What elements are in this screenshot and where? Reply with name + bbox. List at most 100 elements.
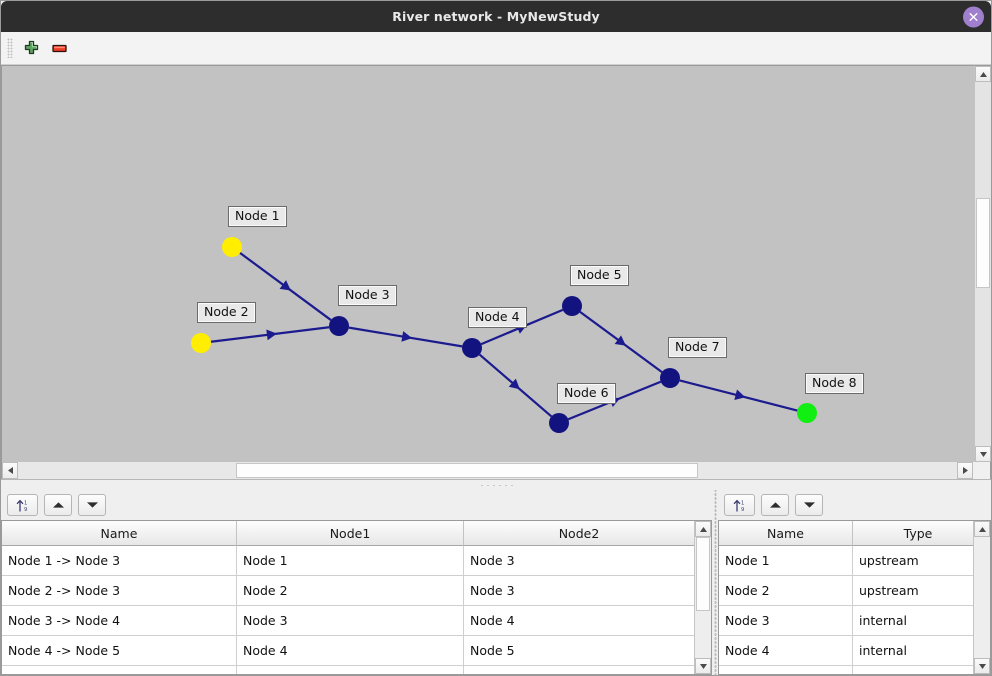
table-row[interactable]: [719, 666, 973, 674]
table-cell[interactable]: internal: [853, 606, 973, 636]
graph-node-label[interactable]: Node 2: [197, 302, 256, 323]
node-scroll-up-button[interactable]: [974, 521, 990, 537]
node-sort-button[interactable]: 1 9: [724, 494, 755, 516]
add-node-button[interactable]: [17, 34, 45, 62]
graph-node[interactable]: [549, 413, 569, 433]
table-cell[interactable]: [237, 666, 464, 674]
graph-scroll-up-button[interactable]: [975, 66, 991, 82]
node-move-up-button[interactable]: [761, 494, 789, 516]
branch-sort-button[interactable]: 1 9: [7, 494, 38, 516]
table-cell[interactable]: Node 3 -> Node 4: [2, 606, 237, 636]
graph-vertical-scrollbar[interactable]: [974, 65, 991, 462]
graph-node-label[interactable]: Node 4: [468, 307, 527, 328]
toolbar-drag-handle[interactable]: [7, 38, 13, 58]
graph-scroll-down-button[interactable]: [975, 446, 991, 462]
table-cell[interactable]: upstream: [853, 546, 973, 576]
column-header[interactable]: Node2: [464, 521, 694, 546]
graph-horizontal-scrollbar[interactable]: [1, 462, 991, 479]
table-row[interactable]: [2, 666, 694, 674]
branch-move-up-button[interactable]: [44, 494, 72, 516]
tables-splitter[interactable]: [712, 490, 718, 675]
table-cell[interactable]: Node 2: [719, 576, 853, 606]
graph-node[interactable]: [462, 338, 482, 358]
column-header[interactable]: Node1: [237, 521, 464, 546]
branch-table-scrollbar[interactable]: [694, 521, 711, 674]
svg-text:9: 9: [741, 507, 744, 513]
graph-node-label[interactable]: Node 3: [338, 285, 397, 306]
table-cell[interactable]: internal: [853, 636, 973, 666]
column-header[interactable]: Name: [2, 521, 237, 546]
table-cell[interactable]: [853, 666, 973, 674]
table-cell[interactable]: upstream: [853, 576, 973, 606]
column-header[interactable]: Type: [853, 521, 983, 546]
node-scroll-down-button[interactable]: [974, 658, 990, 674]
graph-node[interactable]: [562, 296, 582, 316]
node-table-scrollbar[interactable]: [973, 521, 990, 674]
table-cell[interactable]: Node 1: [719, 546, 853, 576]
table-cell[interactable]: Node 3: [719, 606, 853, 636]
graph-vertical-scroll-track[interactable]: [975, 82, 991, 446]
remove-node-button[interactable]: [45, 34, 73, 62]
panel-splitter[interactable]: [1, 479, 991, 490]
column-header[interactable]: Name: [719, 521, 853, 546]
branch-scroll-thumb[interactable]: [696, 537, 710, 611]
graph-scroll-left-button[interactable]: [2, 462, 18, 479]
arrow-up-icon: [769, 502, 781, 508]
graph-node-label[interactable]: Node 8: [805, 373, 864, 394]
table-cell[interactable]: Node 2: [237, 576, 464, 606]
chevron-down-icon: [979, 451, 987, 457]
graph-node[interactable]: [329, 316, 349, 336]
chevron-up-icon: [978, 526, 986, 532]
graph-scroll-right-button[interactable]: [957, 462, 973, 479]
table-cell[interactable]: Node 3: [464, 576, 694, 606]
table-cell[interactable]: Node 3: [237, 606, 464, 636]
table-cell[interactable]: Node 4: [464, 606, 694, 636]
branch-scroll-down-button[interactable]: [695, 658, 711, 674]
table-cell[interactable]: Node 4 -> Node 5: [2, 636, 237, 666]
branch-scroll-up-button[interactable]: [695, 521, 711, 537]
table-cell[interactable]: [2, 666, 237, 674]
graph-node[interactable]: [660, 368, 680, 388]
graph-node[interactable]: [797, 403, 817, 423]
network-graph-canvas[interactable]: Node 1 Node 2 Node 3 Node 4 Node 5 Node 6 Node…: [1, 65, 974, 462]
graph-node[interactable]: [191, 333, 211, 353]
graph-horizontal-scroll-thumb[interactable]: [236, 463, 698, 478]
graph-node-label[interactable]: Node 7: [668, 337, 727, 358]
graph-node-label[interactable]: Node 5: [570, 265, 629, 286]
branch-scroll-track[interactable]: [695, 537, 711, 658]
graph-horizontal-scroll-track[interactable]: [18, 462, 957, 479]
table-cell[interactable]: [719, 666, 853, 674]
table-cell[interactable]: Node 1 -> Node 3: [2, 546, 237, 576]
nodes-layer: [191, 237, 817, 433]
table-cell[interactable]: Node 1: [237, 546, 464, 576]
table-cell[interactable]: [464, 666, 694, 674]
scrollbar-corner: [973, 462, 990, 479]
svg-text:1: 1: [741, 500, 744, 506]
table-cell[interactable]: Node 3: [464, 546, 694, 576]
graph-vertical-scroll-thumb[interactable]: [976, 198, 990, 288]
branch-move-down-button[interactable]: [78, 494, 106, 516]
table-cell[interactable]: Node 2 -> Node 3: [2, 576, 237, 606]
close-button[interactable]: [963, 6, 984, 27]
node-move-down-button[interactable]: [795, 494, 823, 516]
graph-node-label[interactable]: Node 1: [228, 206, 287, 227]
table-cell[interactable]: Node 5: [464, 636, 694, 666]
table-cell[interactable]: Node 4: [237, 636, 464, 666]
table-cell[interactable]: Node 4: [719, 636, 853, 666]
graph-node-label[interactable]: Node 6: [557, 383, 616, 404]
node-scroll-track[interactable]: [974, 537, 990, 658]
graph-node[interactable]: [222, 237, 242, 257]
